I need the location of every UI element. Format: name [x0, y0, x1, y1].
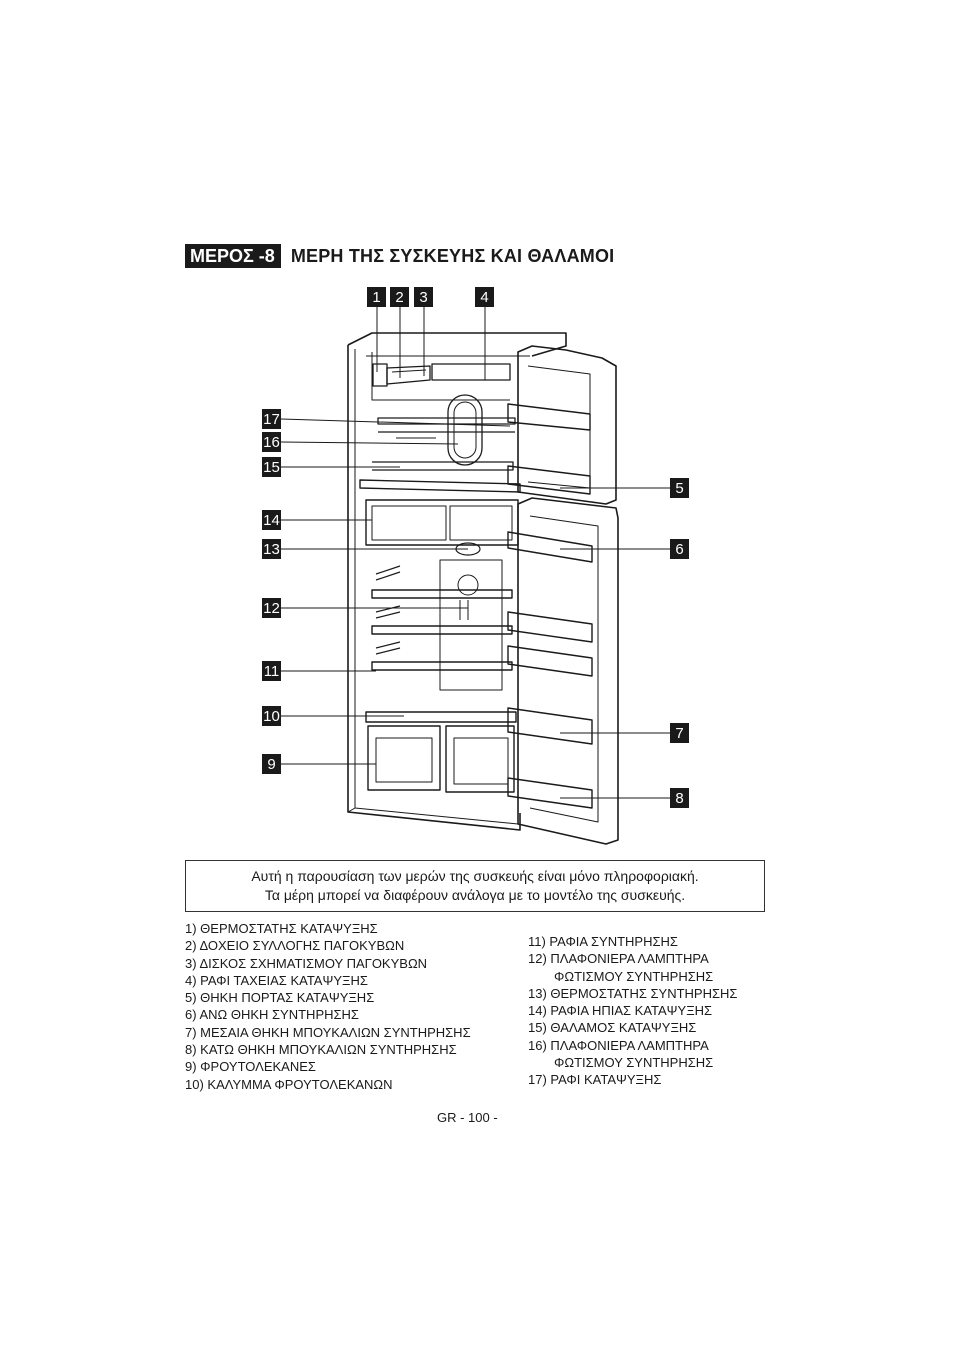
list-item-text: 14) ΡΑΦΙΑ ΗΠΙΑΣ ΚΑΤΑΨΥΞΗΣ [528, 1003, 713, 1019]
section-heading: ΜΕΡΟΣ -8 ΜΕΡΗ ΤΗΣ ΣΥΣΚΕΥΗΣ ΚΑΙ ΘΑΛΑΜΟΙ [185, 244, 614, 268]
svg-text:8: 8 [675, 790, 683, 807]
list-item: 2) ΔΟΧΕΙΟ ΣΥΛΛΟΓΗΣ ΠΑΓΟΚΥΒΩΝ [185, 938, 405, 954]
list-item: 14) ΡΑΦΙΑ ΗΠΙΑΣ ΚΑΤΑΨΥΞΗΣ [528, 1002, 737, 1019]
label-11: 11 [262, 661, 281, 681]
label-2: 2 [390, 287, 409, 307]
list-item: 16) ΠΛΑΦΟΝΙΕΡΑ ΛΑΜΠΤΗΡΑ ΦΩΤΙΣΜΟΥ ΣΥΝΤΗΡΗΣ… [528, 1037, 737, 1072]
list-item-text: 15) ΘΑΛΑΜΟΣ ΚΑΤΑΨΥΞΗΣ [528, 1020, 697, 1036]
list-item-text: 11) ΡΑΦΙΑ ΣΥΝΤΗΡΗΣΗΣ [528, 934, 678, 949]
list-item: 13) ΘΕΡΜΟΣΤΑΤΗΣ ΣΥΝΤΗΡΗΣΗΣ [528, 985, 737, 1002]
label-7: 7 [670, 723, 689, 743]
list-item-continuation: ΦΩΤΙΣΜΟΥ ΣΥΝΤΗΡΗΣΗΣ [554, 968, 714, 984]
list-item: 6) ΑΝΩ ΘΗΚΗ ΣΥΝΤΗΡΗΣΗΣ [185, 1007, 359, 1023]
list-item-continuation: ΦΩΤΙΣΜΟΥ ΣΥΝΤΗΡΗΣΗΣ [554, 1055, 714, 1071]
svg-text:17: 17 [263, 411, 280, 428]
list-item: 5) ΘΗΚΗ ΠΟΡΤΑΣ ΚΑΤΑΨΥΞΗΣ [185, 990, 375, 1006]
svg-text:7: 7 [675, 725, 683, 742]
list-item: 11) ΡΑΦΙΑ ΣΥΝΤΗΡΗΣΗΣ [528, 933, 737, 950]
svg-text:5: 5 [675, 480, 683, 497]
svg-text:2: 2 [395, 289, 403, 306]
label-16: 16 [262, 432, 281, 452]
section-title: ΜΕΡΗ ΤΗΣ ΣΥΣΚΕΥΗΣ ΚΑΙ ΘΑΛΑΜΟΙ [290, 245, 615, 266]
svg-text:3: 3 [419, 289, 427, 306]
list-item: 3) ΔΙΣΚΟΣ ΣΧΗΜΑΤΙΣΜΟΥ ΠΑΓΟΚΥΒΩΝ [185, 955, 428, 971]
label-12: 12 [262, 598, 281, 618]
note-line-1: Αυτή η παρουσίαση των μερών της συσκευής… [251, 868, 699, 884]
label-1: 1 [367, 287, 386, 307]
list-item: 17) ΡΑΦΙ ΚΑΤΑΨΥΞΗΣ [528, 1071, 737, 1088]
leader-lines [280, 307, 670, 799]
list-item-text: 12) ΠΛΑΦΟΝΙΕΡΑ ΛΑΜΠΤΗΡΑ [528, 951, 709, 967]
label-17: 17 [262, 409, 281, 429]
svg-text:13: 13 [263, 541, 280, 558]
label-6: 6 [670, 539, 689, 559]
label-8: 8 [670, 788, 689, 808]
label-13: 13 [262, 539, 281, 559]
fridge-drawing [347, 332, 619, 845]
svg-text:4: 4 [480, 289, 488, 306]
label-4: 4 [475, 287, 494, 307]
list-item-text: 17) ΡΑΦΙ ΚΑΤΑΨΥΞΗΣ [528, 1072, 662, 1088]
list-item: 10) ΚΑΛΥΜΜΑ ΦΡΟΥΤΟΛΕΚΑΝΩΝ [185, 1076, 393, 1092]
list-item-text: 13) ΘΕΡΜΟΣΤΑΤΗΣ ΣΥΝΤΗΡΗΣΗΣ [528, 985, 738, 1001]
label-5: 5 [670, 478, 689, 498]
label-15: 15 [262, 457, 281, 477]
list-item: 1) ΘΕΡΜΟΣΤΑΤΗΣ ΚΑΤΑΨΥΞΗΣ [185, 921, 378, 936]
label-9: 9 [262, 754, 281, 774]
parts-list-left: 1) ΘΕΡΜΟΣΤΑΤΗΣ ΚΑΤΑΨΥΞΗΣ 2) ΔΟΧΕΙΟ ΣΥΛΛΟ… [185, 920, 471, 1093]
svg-text:12: 12 [263, 600, 280, 617]
svg-text:15: 15 [263, 459, 280, 476]
list-item: 15) ΘΑΛΑΜΟΣ ΚΑΤΑΨΥΞΗΣ [528, 1019, 737, 1036]
list-item: 9) ΦΡΟΥΤΟΛΕΚΑΝΕΣ [185, 1059, 316, 1075]
svg-text:16: 16 [263, 434, 280, 451]
label-14: 14 [262, 510, 281, 530]
svg-text:1: 1 [372, 289, 380, 306]
info-note: Αυτή η παρουσίαση των μερών της συσκευής… [185, 860, 765, 912]
svg-text:10: 10 [263, 708, 280, 725]
svg-text:6: 6 [675, 541, 683, 558]
label-10: 10 [262, 706, 281, 726]
section-tag: ΜΕΡΟΣ -8 [185, 244, 281, 268]
svg-text:11: 11 [264, 663, 280, 680]
label-3: 3 [414, 287, 433, 307]
list-item: 7) ΜΕΣΑΙΑ ΘΗΚΗ ΜΠΟΥΚΑΛΙΩΝ ΣΥΝΤΗΡΗΣΗΣ [185, 1024, 471, 1040]
svg-text:9: 9 [267, 756, 275, 773]
svg-text:14: 14 [263, 512, 280, 529]
note-line-2: Τα μέρη μπορεί να διαφέρουν ανάλογα με τ… [264, 887, 686, 903]
page-footer: GR - 100 - [437, 1110, 498, 1125]
parts-list-right: 11) ΡΑΦΙΑ ΣΥΝΤΗΡΗΣΗΣ 12) ΠΛΑΦΟΝΙΕΡΑ ΛΑΜΠ… [528, 933, 737, 1089]
list-item-text: 16) ΠΛΑΦΟΝΙΕΡΑ ΛΑΜΠΤΗΡΑ [528, 1037, 709, 1053]
list-item: 4) ΡΑΦΙ ΤΑΧΕΙΑΣ ΚΑΤΑΨΥΞΗΣ [185, 972, 368, 988]
list-item: 8) ΚΑΤΩ ΘΗΚΗ ΜΠΟΥΚΑΛΙΩΝ ΣΥΝΤΗΡΗΣΗΣ [185, 1042, 457, 1058]
